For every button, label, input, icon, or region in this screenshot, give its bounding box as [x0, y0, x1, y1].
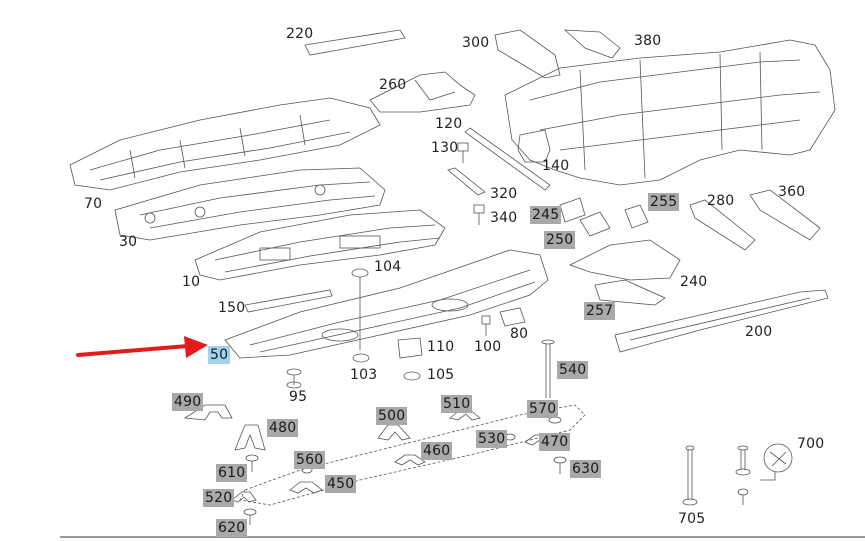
- label-510: 510: [441, 395, 473, 413]
- label-95: 95: [289, 389, 308, 405]
- part-103-shape: [352, 353, 370, 363]
- label-110: 110: [427, 339, 455, 355]
- part-10-shape: [194, 209, 446, 281]
- part-220-shape: [304, 29, 406, 56]
- part-380-shape: [563, 29, 621, 59]
- part-150-shape: [244, 289, 333, 313]
- part-100-shape: [481, 315, 491, 336]
- label-103: 103: [350, 367, 378, 383]
- label-630: 630: [570, 460, 602, 478]
- label-100: 100: [474, 339, 502, 355]
- part-280-shape: [689, 199, 756, 251]
- label-530: 530: [476, 430, 508, 448]
- label-490: 490: [172, 393, 204, 411]
- label-360: 360: [778, 184, 806, 200]
- label-380: 380: [634, 33, 662, 49]
- label-30: 30: [119, 234, 138, 250]
- label-10: 10: [182, 274, 201, 290]
- label-50-highlighted: 50: [208, 346, 231, 364]
- label-700: 700: [797, 436, 825, 452]
- part-620-shape: [243, 508, 257, 525]
- label-104: 104: [374, 259, 402, 275]
- label-560: 560: [294, 451, 326, 469]
- label-260: 260: [379, 77, 407, 93]
- part-260-shape: [369, 71, 476, 113]
- label-470: 470: [539, 433, 571, 451]
- label-255: 255: [648, 193, 680, 211]
- part-95-shape: [286, 368, 302, 389]
- label-540: 540: [557, 361, 589, 379]
- part-200-shape: [614, 289, 829, 353]
- part-257-shape: [594, 279, 666, 306]
- red-pointer-arrow: [76, 336, 208, 358]
- part-240-shape: [568, 239, 681, 281]
- label-257: 257: [584, 302, 616, 320]
- part-50-shape: [224, 249, 549, 359]
- label-300: 300: [462, 35, 490, 51]
- label-450: 450: [325, 475, 357, 493]
- part-120-shape: [464, 127, 551, 191]
- part-105-shape: [403, 371, 421, 381]
- label-610: 610: [216, 464, 248, 482]
- label-320: 320: [490, 186, 518, 202]
- part-540-shape: [541, 339, 555, 398]
- part-490-shape: [183, 404, 233, 421]
- label-105: 105: [427, 367, 455, 383]
- label-480: 480: [267, 419, 299, 437]
- label-570: 570: [527, 400, 559, 418]
- part-300-shape: [494, 29, 561, 79]
- part-80-shape: [499, 307, 526, 327]
- part-250-shape: [579, 211, 611, 237]
- label-280: 280: [707, 193, 735, 209]
- label-340: 340: [490, 210, 518, 226]
- part-630-shape: [553, 456, 567, 474]
- part-30-shape: [114, 167, 386, 241]
- label-520: 520: [203, 489, 235, 507]
- label-500: 500: [376, 407, 408, 425]
- label-245: 245: [530, 206, 562, 224]
- part-245-shape: [559, 197, 586, 223]
- part-500-shape: [377, 424, 411, 441]
- label-620: 620: [216, 519, 248, 537]
- label-80: 80: [510, 326, 529, 342]
- label-120: 120: [435, 116, 463, 132]
- lower-frame-outline: [239, 404, 586, 506]
- label-240: 240: [680, 274, 708, 290]
- part-104-shape: [351, 268, 369, 278]
- label-460: 460: [421, 442, 453, 460]
- part-360-shape: [749, 189, 821, 241]
- label-150: 150: [218, 300, 246, 316]
- label-140: 140: [542, 158, 570, 174]
- part-450-shape: [289, 481, 323, 494]
- part-140-shape: [517, 129, 551, 163]
- part-340-shape: [473, 204, 485, 225]
- part-70-shape: [69, 97, 381, 191]
- label-70: 70: [84, 196, 103, 212]
- label-705: 705: [678, 511, 706, 527]
- part-320-shape: [447, 167, 486, 196]
- label-220: 220: [286, 26, 314, 42]
- label-130: 130: [431, 140, 459, 156]
- label-200: 200: [745, 324, 773, 340]
- part-110-shape: [397, 337, 423, 359]
- part-705-shape: [682, 445, 698, 506]
- part-460-shape: [394, 454, 426, 466]
- part-480-shape: [234, 424, 266, 451]
- part-130-shape: [457, 142, 469, 163]
- part-520-shape: [231, 491, 257, 503]
- label-250: 250: [544, 231, 576, 249]
- vehicle-body-outline: [504, 39, 836, 186]
- part-700-shape: [735, 443, 793, 505]
- part-255-shape: [624, 204, 649, 229]
- part-610-shape: [245, 454, 259, 472]
